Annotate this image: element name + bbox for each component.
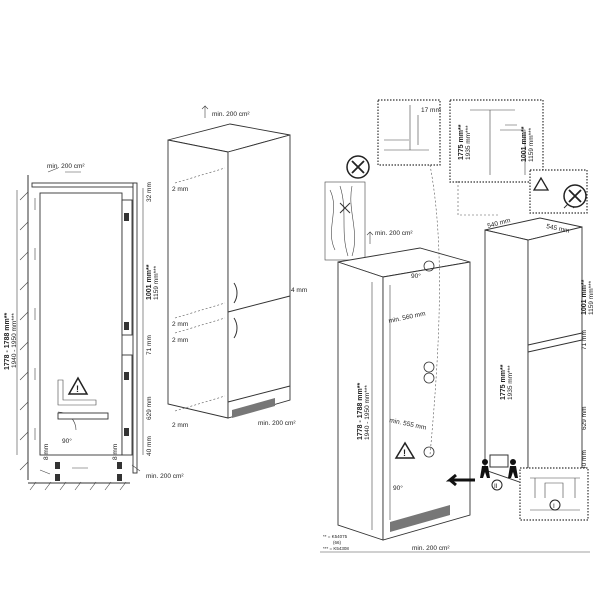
- prohibited-icon: [346, 155, 370, 179]
- appliance-body: [39, 192, 123, 456]
- detail-door-primary: 1001 mm**: [521, 126, 528, 162]
- upper-door: [121, 199, 133, 336]
- air-top-label: min. 200 cm²: [47, 163, 85, 170]
- air-bottom-label: min. 200 cm²: [412, 545, 450, 552]
- step-badge-2: [491, 479, 503, 491]
- air-bottom-label: min. 200 cm²: [146, 473, 184, 480]
- unit-door-primary: 1001 mm**: [581, 279, 588, 315]
- cabinet-view: min. 200 cm² min. 200 cm² 2 mm 2 mm 2 mm…: [167, 105, 307, 429]
- detail-inset-height: [449, 99, 544, 183]
- height-primary: 1778 - 1788 mm**: [4, 313, 11, 370]
- door-split: [227, 295, 291, 313]
- footnote-1: ** = K54075: [323, 534, 348, 539]
- detail-inset-feet: [519, 467, 589, 521]
- cabinet-top: [31, 182, 136, 188]
- detail-height-primary: 1775 mm**: [458, 124, 465, 160]
- niche-opening: [382, 261, 471, 541]
- air-top-arrow: [366, 231, 374, 244]
- cabinet-side: [132, 182, 138, 474]
- ventilation-grille: [232, 398, 275, 418]
- footnote-2: (66): [333, 540, 342, 545]
- section-view: 1778 - 1788 mm** 1940 - 1950 mm*** min. …: [4, 163, 184, 491]
- unit-side: [484, 229, 529, 486]
- plinth-line: [227, 385, 291, 403]
- air-top-label: min. 200 cm²: [375, 230, 413, 237]
- two-person-lift-icon: [480, 454, 518, 478]
- warning-icon: [532, 176, 550, 191]
- hinges: [55, 213, 129, 481]
- air-top-label: min. 200 cm²: [212, 111, 250, 118]
- side-gap-label: 4 mm: [291, 287, 307, 294]
- step-label-1: I: [553, 503, 555, 510]
- detail-gap: 17 mm: [421, 107, 441, 114]
- ventilation-grille: [390, 505, 450, 532]
- gap-label-1: 2 mm: [172, 186, 188, 193]
- unit-gap-middle: 71 mm: [581, 330, 588, 350]
- niche-view: 17 mm 1775 mm** 1935 mm*** 1001 mm** 115…: [320, 99, 595, 553]
- prohibited-icon: [563, 184, 587, 208]
- upper-door-secondary: 1159 mm***: [153, 265, 160, 300]
- warning-icon: !: [394, 441, 416, 459]
- cabinet-side-face: [167, 139, 229, 419]
- air-top-arrow: [201, 105, 209, 118]
- footnote-3: *** = K54308: [323, 546, 349, 551]
- niche-height-primary: 1778 - 1788 mm**: [357, 383, 364, 440]
- detail-height-drawing: [470, 109, 526, 175]
- lower-door: 629 mm: [146, 397, 153, 420]
- angle-bottom: 90°: [393, 484, 403, 492]
- gap-label-4: 2 mm: [172, 422, 188, 429]
- gap-label-3: 2 mm: [172, 337, 188, 344]
- height-secondary: 1940 - 1950 mm***: [11, 313, 18, 368]
- svg-text:!: !: [76, 384, 79, 394]
- unit-depth: 545 mm: [546, 223, 570, 235]
- detail-feet-drawing: [530, 477, 580, 511]
- unit-lower-door: 629 mm: [581, 407, 588, 430]
- gap-bottom: 40 mm: [146, 436, 153, 456]
- step-badge-1: [549, 499, 561, 511]
- warning-icon: !: [67, 376, 89, 395]
- detail-inset-door: [377, 99, 441, 166]
- gap-top: 32 mm: [146, 182, 153, 202]
- unit-height-primary: 1775 mm**: [500, 364, 507, 400]
- hinge-markers: [423, 260, 435, 458]
- detail-door-drawing: [384, 105, 429, 151]
- airflow-arrows: [34, 167, 141, 475]
- upper-door-primary: 1001 mm**: [146, 264, 153, 300]
- wood-panel: [324, 181, 366, 261]
- cross-icon: [339, 202, 351, 214]
- detail-link: [429, 164, 440, 456]
- angle-top: 90°: [411, 272, 421, 280]
- unit-door-split: [527, 332, 583, 346]
- insert-arrow: [445, 473, 475, 487]
- lower-door: [121, 354, 133, 456]
- unit-gap-bottom: 40 mm: [581, 450, 588, 470]
- wood-grain: [329, 185, 355, 257]
- wall-hatching: [19, 191, 127, 491]
- gap-label-2: 2 mm: [172, 321, 188, 328]
- door-handles: [233, 282, 238, 339]
- level-square: [57, 379, 97, 406]
- cabinet-front: [227, 134, 291, 419]
- clearance-right: 8 mm: [112, 444, 119, 460]
- unit-front: [527, 226, 583, 486]
- unit-door-split-2: [527, 339, 583, 353]
- detail-door-secondary: 1159 mm***: [528, 127, 535, 162]
- svg-text:!: !: [403, 448, 406, 458]
- angle-label: 90°: [62, 437, 72, 445]
- unit-height-secondary: 1935 mm***: [507, 365, 514, 400]
- air-bottom-label: min. 200 cm²: [258, 420, 296, 427]
- gap-middle: 71 mm: [146, 335, 153, 355]
- unit-door-secondary: 1159 mm***: [588, 280, 595, 315]
- step-label-2: II: [494, 483, 498, 490]
- detail-height-secondary: 1935 mm***: [465, 125, 472, 160]
- niche-height-secondary: 1940 - 1950 mm***: [364, 385, 371, 440]
- spirit-level: [57, 412, 109, 420]
- detail-link-height: [457, 180, 498, 216]
- clearance-left: 8 mm: [43, 444, 50, 460]
